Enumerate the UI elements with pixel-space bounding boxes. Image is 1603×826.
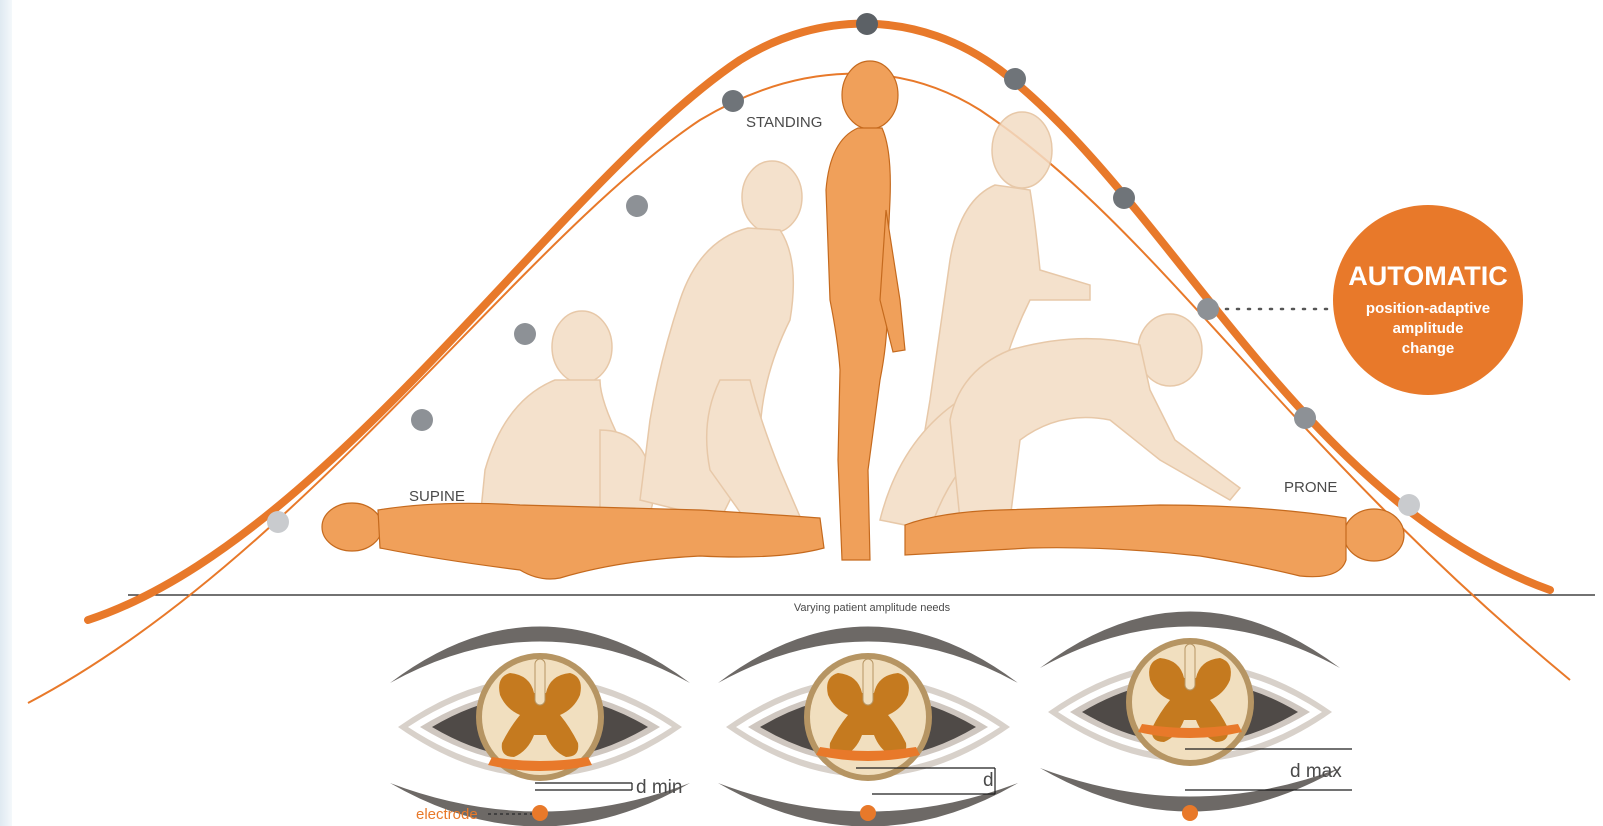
curve-dot [1294,407,1316,429]
prone-figure [905,505,1404,577]
badge-line-1: position-adaptive [1366,300,1490,317]
label-d-max: d max [1290,761,1342,782]
label-d-min: d min [636,777,682,798]
label-prone: PRONE [1284,479,1337,496]
badge-line-3: change [1402,340,1455,357]
rising-figure [640,161,810,540]
label-standing: STANDING [746,114,822,131]
badge-title: AUTOMATIC [1348,261,1507,291]
cross-section-standing [718,627,1018,826]
curve-dot [626,195,648,217]
electrode-dot [1182,805,1198,821]
sitting-figure [480,311,653,525]
baseline-caption: Varying patient amplitude needs [794,602,951,614]
curve-dot [514,323,536,345]
curve-dot [1197,298,1219,320]
label-supine: SUPINE [409,488,465,505]
curve-dot [1113,187,1135,209]
curve-dot [856,13,878,35]
curve-dot [267,511,289,533]
badge-line-2: amplitude [1393,320,1464,337]
curve-dot [722,90,744,112]
curve-dot [1398,494,1420,516]
electrode-dot [532,805,548,821]
label-electrode: electrode [416,806,478,823]
curve-dot [411,409,433,431]
label-d: d [983,770,994,791]
supine-figure [322,503,824,579]
electrode-dot [860,805,876,821]
curve-dot [1004,68,1026,90]
